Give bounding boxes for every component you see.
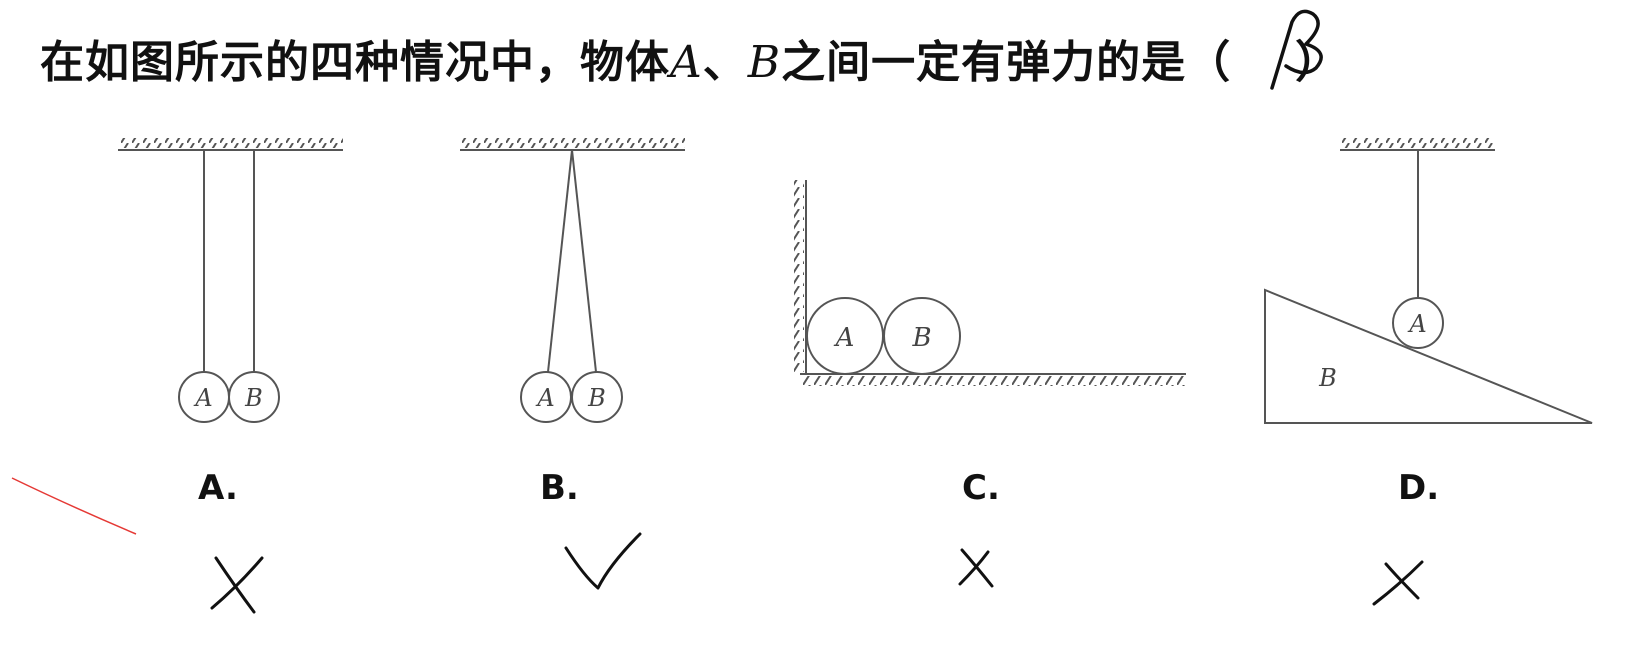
question-text: 在如图所示的四种情况中，物体A、B之间一定有弹力的是（ ） — [40, 26, 1340, 90]
ball-a-label: A — [193, 384, 212, 412]
option-a-label: A. — [198, 468, 238, 508]
mark-d-cross — [1372, 560, 1424, 606]
ball-a-label: A — [834, 323, 855, 353]
ball-b — [883, 297, 961, 375]
ball-b-label: B — [244, 384, 263, 412]
mark-b-check — [564, 532, 642, 590]
ball-a-label: A — [535, 384, 554, 412]
option-d-label: D. — [1398, 468, 1440, 508]
diagram-c: A B — [794, 180, 1186, 386]
wedge-b — [1264, 288, 1593, 424]
mark-a-cross — [210, 556, 264, 614]
wall-hatch — [794, 180, 804, 372]
question-middle: 之间一定有弹力的是（ — [781, 37, 1232, 88]
diagram-a: A B — [118, 138, 343, 423]
ceiling-hatch — [460, 138, 685, 148]
floor-hatch — [800, 376, 1186, 386]
option-c-label: C. — [962, 468, 1000, 508]
ball-a-label: A — [1407, 310, 1426, 338]
string — [547, 149, 573, 373]
mark-c-cross — [958, 548, 994, 588]
question-var-a: A — [670, 37, 703, 88]
red-annotation-stroke — [11, 477, 137, 535]
ceiling-hatch — [1340, 138, 1495, 148]
question-var-b: B — [747, 37, 782, 88]
string — [571, 149, 597, 373]
option-b-label: B. — [540, 468, 579, 508]
ball-b — [228, 371, 280, 423]
wedge-b-label: B — [1318, 364, 1337, 392]
question-prefix: 在如图所示的四种情况中，物体 — [40, 37, 670, 88]
ball-b-label: B — [911, 323, 931, 353]
diagram-d: A B — [1264, 138, 1593, 424]
ball-b-label: B — [587, 384, 606, 412]
handwritten-answer-beta — [1270, 9, 1323, 90]
ball-a — [1392, 297, 1444, 349]
question-suffix: ） — [1295, 37, 1341, 88]
ceiling-hatch — [118, 138, 343, 148]
diagram-b: A B — [460, 138, 685, 423]
question-separator: 、 — [702, 37, 748, 88]
ball-b — [571, 371, 623, 423]
